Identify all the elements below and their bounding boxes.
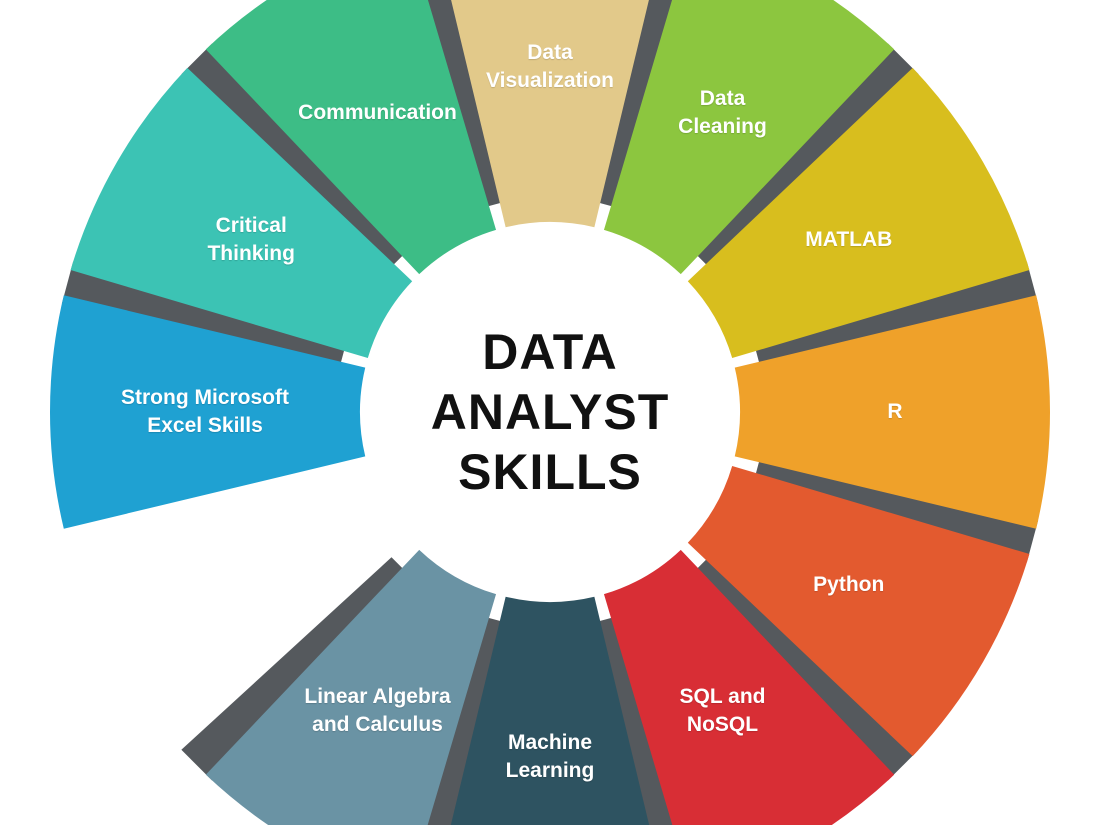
skill-segment xyxy=(205,0,497,275)
skill-segment xyxy=(451,0,649,228)
connector-band xyxy=(181,43,405,267)
skill-segment xyxy=(205,549,497,825)
connector-band xyxy=(181,557,405,781)
skill-segment xyxy=(734,295,1050,529)
connector-band xyxy=(695,43,919,267)
center-title: DATA ANALYST SKILLS xyxy=(431,322,670,502)
center-circle xyxy=(362,224,738,600)
skill-segment xyxy=(50,295,366,529)
skill-label: R xyxy=(887,400,903,423)
skill-label: Python xyxy=(813,572,885,596)
skill-segment xyxy=(687,465,1030,757)
skill-segment xyxy=(603,549,895,825)
title-line-2: ANALYST xyxy=(430,384,670,440)
skill-segment xyxy=(603,0,895,275)
skill-label: MATLAB xyxy=(805,227,893,251)
skill-label: Communication xyxy=(298,101,457,125)
connector-band xyxy=(695,557,919,781)
skill-segment xyxy=(687,67,1030,359)
title-line-3: SKILLS xyxy=(458,444,642,500)
title-line-1: DATA xyxy=(482,324,618,380)
skill-segment xyxy=(450,596,650,825)
skill-segment xyxy=(70,67,413,359)
